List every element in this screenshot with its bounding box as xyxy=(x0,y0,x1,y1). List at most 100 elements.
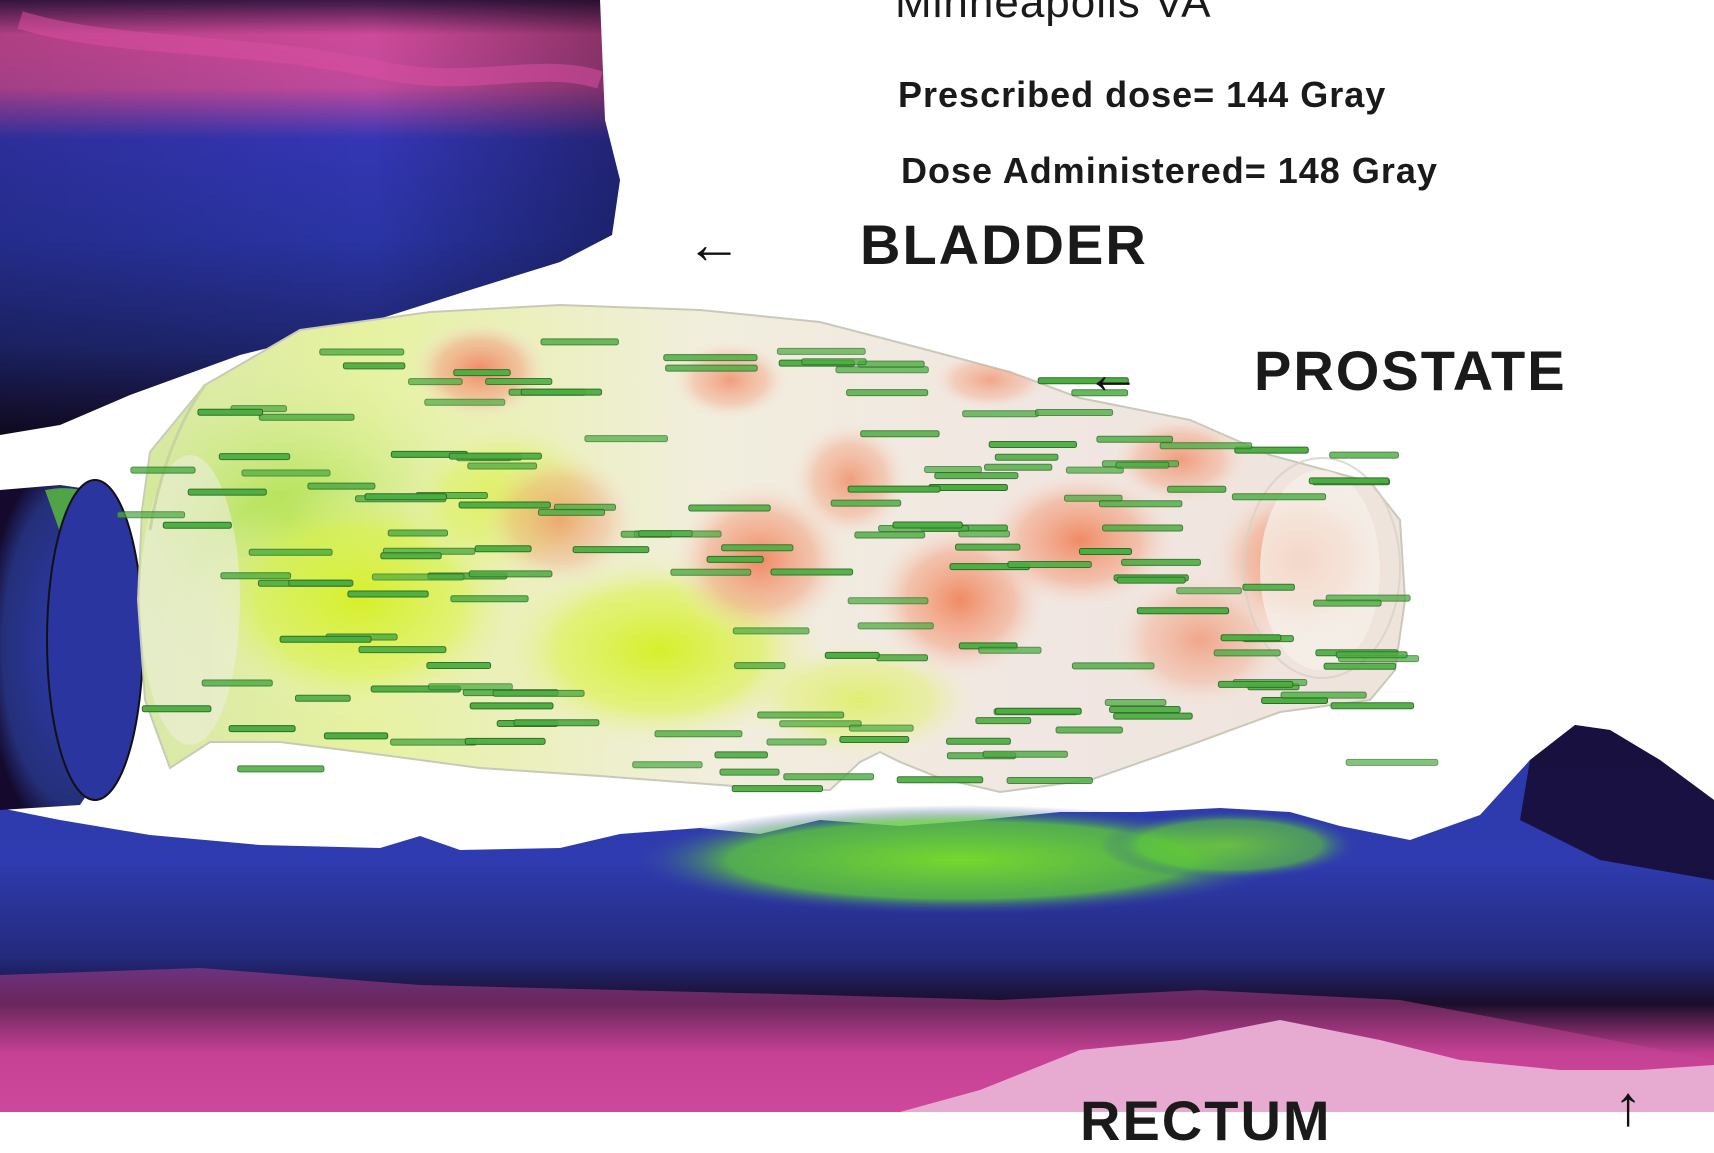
bladder-label: BLADDER xyxy=(860,212,1148,277)
seed xyxy=(454,370,510,376)
seed xyxy=(1117,577,1185,583)
rectum-arrow-icon: ↑ xyxy=(1614,1078,1642,1134)
seed xyxy=(459,502,550,508)
seed xyxy=(541,339,618,345)
seed xyxy=(249,549,332,555)
seed xyxy=(735,663,785,669)
seed xyxy=(877,655,928,661)
seed xyxy=(296,695,351,701)
seed xyxy=(188,489,266,495)
seed xyxy=(1168,486,1226,492)
seed xyxy=(388,530,447,536)
seed xyxy=(1346,759,1438,765)
dose-distribution-rendering xyxy=(0,0,1714,1112)
seed xyxy=(1137,608,1228,614)
seed xyxy=(365,494,447,500)
seed xyxy=(689,505,770,511)
seed xyxy=(221,573,291,579)
seed xyxy=(848,486,940,492)
seed xyxy=(1122,559,1201,565)
bladder-arrow-icon: ← xyxy=(686,216,742,272)
rectum-label: RECTUM xyxy=(1080,1088,1332,1153)
seed xyxy=(979,647,1041,653)
prostate-label: PROSTATE xyxy=(1254,338,1567,403)
seed xyxy=(142,706,211,712)
seed xyxy=(1324,663,1396,669)
seed xyxy=(963,411,1039,417)
seed xyxy=(359,647,446,653)
seed xyxy=(1097,436,1173,442)
seed xyxy=(163,522,231,528)
seed xyxy=(465,738,545,744)
seed xyxy=(1221,635,1281,641)
seed xyxy=(758,712,844,718)
seed xyxy=(947,738,1011,744)
seed xyxy=(1309,478,1389,484)
seed xyxy=(720,769,779,775)
seed xyxy=(238,766,324,772)
seed xyxy=(409,379,463,385)
seed xyxy=(229,726,295,732)
seed xyxy=(655,731,742,737)
seed xyxy=(469,571,552,577)
seed xyxy=(989,442,1076,448)
seed xyxy=(1080,549,1132,555)
seed xyxy=(521,389,601,395)
seed xyxy=(855,532,925,538)
seed xyxy=(470,703,553,709)
seed xyxy=(959,531,1010,537)
seed xyxy=(1281,692,1366,698)
seed xyxy=(289,580,353,586)
seed xyxy=(348,591,428,597)
seed xyxy=(666,365,758,371)
seed xyxy=(733,628,809,634)
seed xyxy=(847,390,928,396)
seed xyxy=(280,636,371,642)
seed xyxy=(585,436,668,442)
seed xyxy=(468,463,537,469)
dose-administered-label: Dose Administered= 148 Gray xyxy=(901,150,1438,192)
seed xyxy=(391,739,477,745)
seed xyxy=(985,464,1052,470)
seed xyxy=(897,777,983,783)
seed xyxy=(1218,681,1293,687)
seed xyxy=(1056,727,1122,733)
seed xyxy=(451,596,528,602)
seed xyxy=(777,348,865,354)
seed xyxy=(1110,707,1181,713)
seed xyxy=(983,751,1067,757)
seed xyxy=(514,720,599,726)
seed xyxy=(1099,501,1182,507)
seed xyxy=(767,739,826,745)
seed xyxy=(1330,452,1399,458)
seed xyxy=(1114,713,1193,719)
seed xyxy=(308,483,375,489)
seed xyxy=(1336,652,1407,658)
seed xyxy=(429,684,513,690)
seed xyxy=(117,512,184,518)
seed xyxy=(956,544,1020,550)
seed xyxy=(242,470,330,476)
seed xyxy=(925,467,982,473)
seed xyxy=(425,399,505,405)
prostate-arrow-icon: ← xyxy=(1085,346,1141,402)
seed xyxy=(1160,443,1252,449)
seed xyxy=(202,680,272,686)
seed xyxy=(858,361,924,367)
prescribed-dose-label: Prescribed dose= 144 Gray xyxy=(898,74,1386,116)
seed xyxy=(825,652,879,658)
seed xyxy=(780,721,862,727)
seed xyxy=(639,531,693,537)
seed xyxy=(219,454,289,460)
seed xyxy=(831,500,901,506)
seed xyxy=(1243,584,1295,590)
seed xyxy=(372,574,464,580)
seed xyxy=(131,467,195,473)
seed xyxy=(715,752,767,758)
seed xyxy=(893,522,962,528)
seed xyxy=(858,623,933,629)
seed xyxy=(722,545,793,551)
seed xyxy=(198,409,263,415)
seed xyxy=(1007,778,1092,784)
seed xyxy=(995,454,1058,460)
